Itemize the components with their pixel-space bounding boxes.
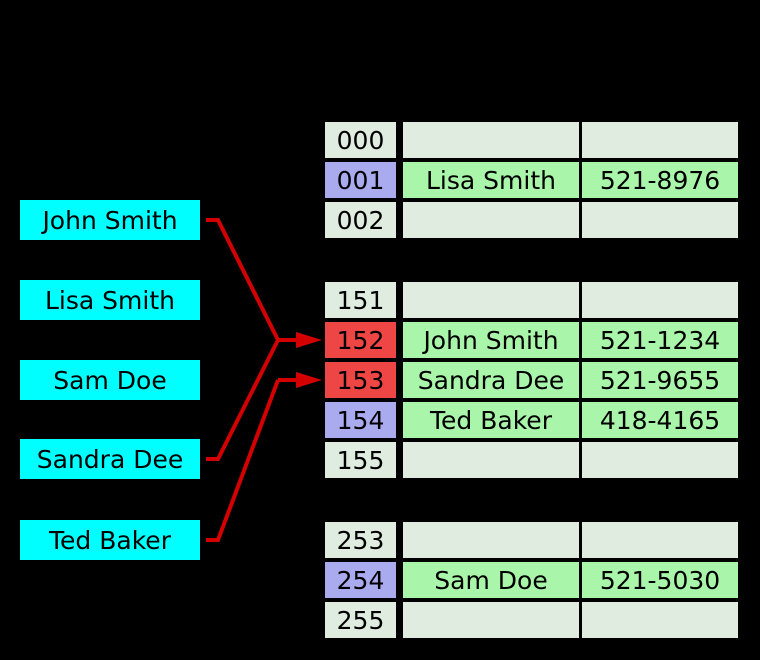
entry-phone-cell-000	[582, 122, 738, 158]
entry-phone-cell-154: 418-4165	[582, 402, 738, 438]
key-box-sam-doe: Sam Doe	[20, 360, 200, 400]
bucket-index-cell-151: 151	[325, 282, 396, 318]
arrow-line-sandra-dee-to-152	[206, 339, 280, 461]
entry-phone-cell-153: 521-9655	[582, 362, 738, 398]
entry-name-cell-151	[403, 282, 579, 318]
key-box-ted-baker: Ted Baker	[20, 520, 200, 560]
entry-name-cell-253	[403, 522, 579, 558]
bucket-index-cell-154: 154	[325, 402, 396, 438]
entry-name-cell-001: Lisa Smith	[403, 162, 579, 198]
entry-phone-cell-155	[582, 442, 738, 478]
key-box-john-smith: John Smith	[20, 200, 200, 240]
entry-phone-cell-151	[582, 282, 738, 318]
entry-phone-cell-254: 521-5030	[582, 562, 738, 598]
entry-name-cell-153: Sandra Dee	[403, 362, 579, 398]
bucket-index-cell-000: 000	[325, 122, 396, 158]
arrow-line-ted-baker-to-153	[206, 379, 280, 542]
bucket-index-cell-001: 001	[325, 162, 396, 198]
bucket-index-cell-002: 002	[325, 202, 396, 238]
bucket-index-cell-153: 153	[325, 362, 396, 398]
arrowhead-to-153	[296, 372, 322, 388]
entry-phone-cell-001: 521-8976	[582, 162, 738, 198]
entry-name-cell-155	[403, 442, 579, 478]
entry-name-cell-000	[403, 122, 579, 158]
bucket-index-cell-155: 155	[325, 442, 396, 478]
key-box-lisa-smith: Lisa Smith	[20, 280, 200, 320]
key-box-sandra-dee: Sandra Dee	[20, 439, 200, 479]
bucket-index-cell-255: 255	[325, 602, 396, 638]
entry-phone-cell-002	[582, 202, 738, 238]
arrowhead-to-152	[296, 332, 322, 348]
entry-name-cell-154: Ted Baker	[403, 402, 579, 438]
bucket-index-cell-152: 152	[325, 322, 396, 358]
arrow-line-john-smith-to-152	[206, 218, 280, 341]
entry-name-cell-002	[403, 202, 579, 238]
entry-name-cell-254: Sam Doe	[403, 562, 579, 598]
entry-phone-cell-253	[582, 522, 738, 558]
bucket-index-cell-254: 254	[325, 562, 396, 598]
entry-name-cell-255	[403, 602, 579, 638]
entry-phone-cell-152: 521-1234	[582, 322, 738, 358]
entry-name-cell-152: John Smith	[403, 322, 579, 358]
entry-phone-cell-255	[582, 602, 738, 638]
bucket-index-cell-253: 253	[325, 522, 396, 558]
